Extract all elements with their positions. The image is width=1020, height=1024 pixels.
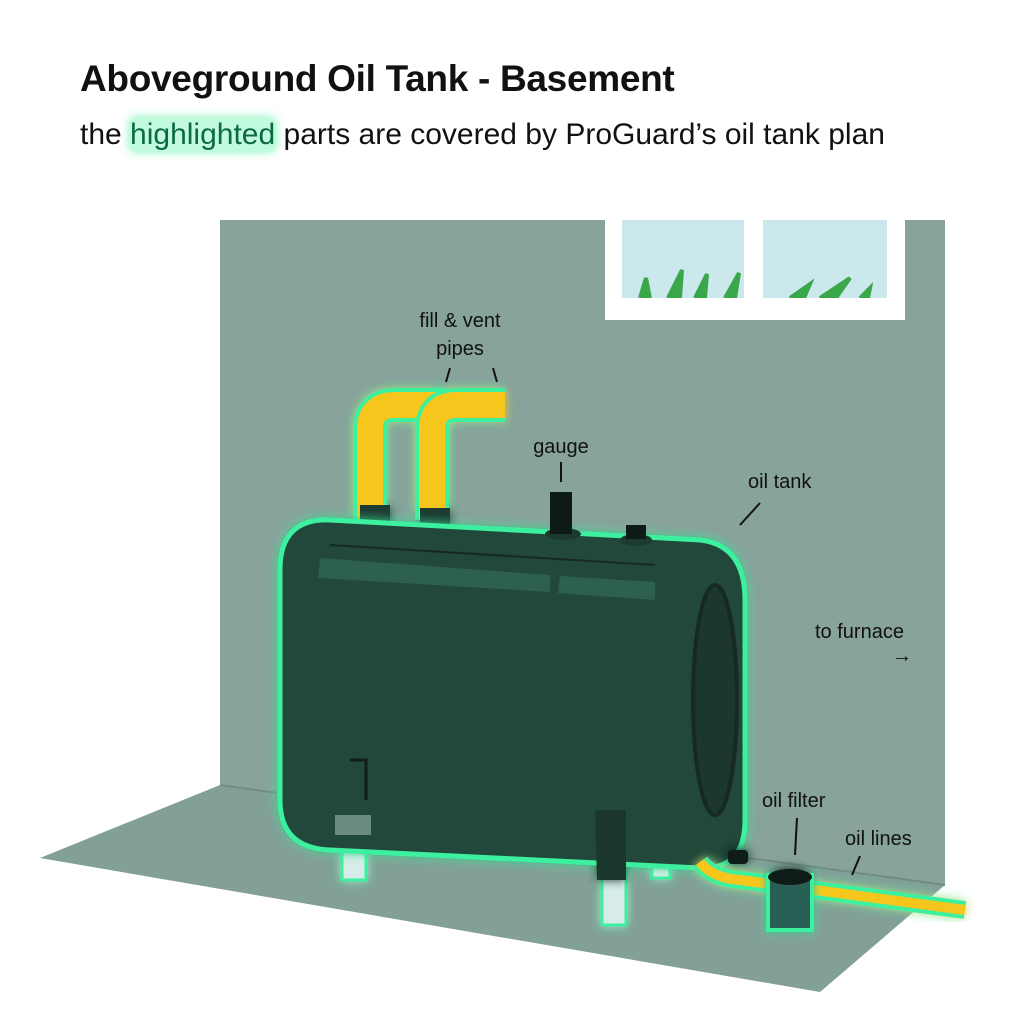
label-oil-filter: oil filter: [762, 790, 826, 812]
leader-line: [794, 817, 798, 856]
oil-tank: [277, 517, 748, 880]
subtitle-highlight: highlighted: [130, 118, 276, 151]
oil-lines: [692, 850, 967, 919]
furnace-arrow-icon: →: [892, 645, 912, 667]
label-fill-vent-2: pipes: [436, 338, 484, 360]
subtitle: the highlighted parts are covered by Pro…: [80, 114, 980, 156]
leader-line: [739, 502, 761, 526]
fill-vent-pipes: [353, 388, 505, 533]
label-oil-tank: oil tank: [748, 471, 812, 493]
subtitle-after: parts are covered by ProGuard’s oil tank…: [275, 118, 885, 151]
label-fill-vent-1: fill & vent: [419, 310, 501, 332]
basement-window: [605, 220, 905, 320]
subtitle-before: the: [80, 118, 131, 151]
gauge: [545, 492, 581, 540]
oil-filter: [766, 869, 814, 932]
label-gauge: gauge: [533, 436, 589, 458]
basement-floor: [40, 785, 945, 992]
tank-cap: [620, 525, 652, 546]
page-title: Aboveground Oil Tank - Basement: [80, 58, 675, 99]
label-to-furnace: to furnace: [815, 621, 904, 643]
leader-line: [445, 367, 451, 383]
leader-line: [492, 367, 498, 383]
leader-line: [851, 855, 861, 876]
label-oil-lines: oil lines: [845, 828, 912, 850]
